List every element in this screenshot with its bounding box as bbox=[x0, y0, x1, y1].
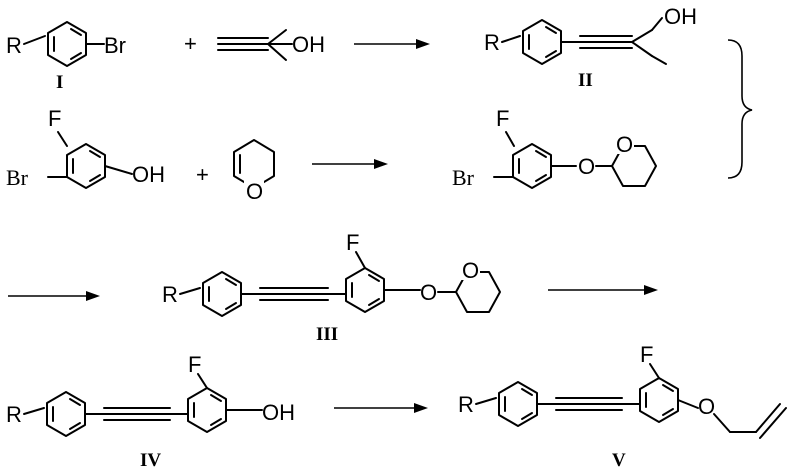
atom-label-O: O bbox=[616, 132, 633, 157]
atom-label-F: F bbox=[640, 342, 653, 367]
reaction-arrow-2 bbox=[312, 159, 388, 169]
atom-label-F: F bbox=[48, 106, 61, 131]
benzene-ring bbox=[639, 377, 679, 423]
benzene-ring bbox=[187, 387, 227, 433]
bromofluorophenol: F Br OH bbox=[6, 106, 165, 190]
compound-I: R Br I bbox=[6, 21, 126, 93]
compound-II: R OH II bbox=[484, 4, 697, 91]
compound-label-IV: IV bbox=[140, 450, 161, 471]
atom-label-Br: Br bbox=[6, 165, 29, 190]
compound-III: R F O O III bbox=[162, 230, 501, 345]
benzene-ring bbox=[47, 21, 87, 67]
compound-label-II: II bbox=[578, 70, 593, 91]
dihydropyran: O bbox=[233, 139, 275, 204]
compound-label-III: III bbox=[316, 324, 338, 345]
compound-label-I: I bbox=[56, 72, 63, 93]
plus-sign: + bbox=[184, 31, 197, 56]
double-bond bbox=[755, 403, 781, 433]
atom-label-R: R bbox=[6, 33, 22, 58]
reaction-arrow-1 bbox=[354, 39, 430, 49]
atom-label-O: O bbox=[698, 394, 715, 419]
methylbutynol: OH bbox=[217, 29, 325, 61]
atom-label-OH: OH bbox=[664, 4, 697, 29]
atom-label-OH: OH bbox=[292, 32, 325, 57]
reaction-arrow-5 bbox=[334, 403, 428, 413]
benzene-ring bbox=[522, 19, 562, 65]
atom-label-R: R bbox=[484, 30, 500, 55]
benzene-ring bbox=[512, 143, 552, 189]
atom-label-R: R bbox=[458, 392, 474, 417]
atom-label-OH: OH bbox=[132, 162, 165, 187]
benzene-ring bbox=[498, 381, 538, 427]
atom-label-Br: Br bbox=[104, 33, 126, 58]
benzene-ring bbox=[345, 267, 385, 313]
compound-IV: R F OH IV bbox=[6, 352, 295, 471]
reaction-arrow-3 bbox=[8, 291, 100, 301]
atom-label-R: R bbox=[6, 402, 22, 427]
compound-label-V: V bbox=[612, 450, 626, 471]
reaction-arrow-4 bbox=[548, 285, 658, 295]
combine-bracket bbox=[727, 39, 753, 179]
compound-V: R F O V bbox=[458, 342, 787, 471]
benzene-ring bbox=[66, 143, 106, 189]
benzene-ring bbox=[46, 391, 86, 437]
atom-label-O: O bbox=[246, 179, 263, 204]
atom-label-R: R bbox=[162, 282, 178, 307]
atom-label-O: O bbox=[462, 258, 479, 283]
atom-label-OH: OH bbox=[262, 400, 295, 425]
atom-label-O: O bbox=[420, 280, 437, 305]
benzene-ring bbox=[202, 271, 242, 317]
atom-label-F: F bbox=[496, 106, 509, 131]
atom-label-Br: Br bbox=[452, 165, 475, 190]
plus-sign: + bbox=[196, 162, 209, 187]
thp-ether: F Br O O bbox=[452, 106, 657, 190]
atom-label-O: O bbox=[578, 154, 595, 179]
bond bbox=[23, 35, 46, 45]
atom-label-F: F bbox=[346, 230, 359, 255]
atom-label-F: F bbox=[188, 352, 201, 377]
